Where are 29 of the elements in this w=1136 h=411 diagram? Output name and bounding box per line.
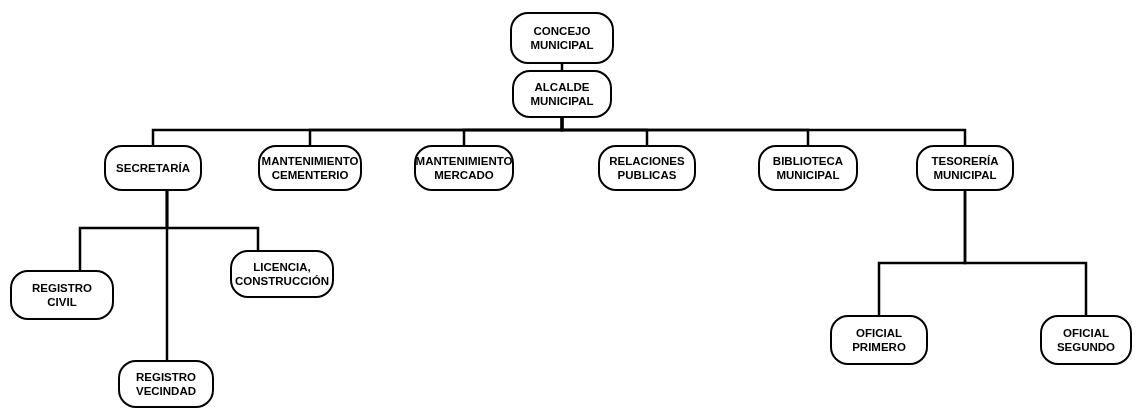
- connector-line: [560, 118, 967, 145]
- node-label: REGISTRO VECINDAD: [134, 369, 198, 399]
- rounded-box: [10, 270, 114, 320]
- node-label: REGISTRO CIVIL: [30, 280, 94, 310]
- rounded-box: [512, 70, 612, 118]
- rounded-box: [258, 145, 362, 191]
- rounded-box: [414, 145, 514, 191]
- node-label: TESORERÍA MUNICIPAL: [930, 153, 1000, 183]
- node-label: OFICIAL SEGUNDO: [1055, 325, 1117, 355]
- rounded-box: [758, 145, 858, 191]
- node-label: CONCEJO MUNICIPAL: [529, 23, 595, 53]
- node-label: MANTENIMIENTO MERCADO: [415, 153, 513, 183]
- rounded-box: [230, 250, 334, 298]
- rounded-box: [1040, 315, 1132, 365]
- connector-line: [963, 191, 1088, 315]
- rounded-box: [118, 360, 214, 408]
- node-label: RELACIONES PUBLICAS: [608, 153, 686, 183]
- rounded-box: [510, 12, 614, 64]
- rounded-box: [916, 145, 1014, 191]
- node-label: SECRETARÍA: [116, 160, 190, 176]
- node-label: ALCALDE MUNICIPAL: [529, 79, 595, 109]
- connector-line: [165, 191, 169, 360]
- node-label: LICENCIA, CONSTRUCCIÓN: [235, 259, 329, 289]
- rounded-box: [598, 145, 696, 191]
- node-label: BIBLIOTECA MUNICIPAL: [771, 153, 845, 183]
- rounded-box: [104, 145, 202, 191]
- node-label: OFICIAL PRIMERO: [851, 325, 907, 355]
- rounded-box: [830, 315, 928, 365]
- node-label: MANTENIMIENTO CEMENTERIO: [261, 153, 359, 183]
